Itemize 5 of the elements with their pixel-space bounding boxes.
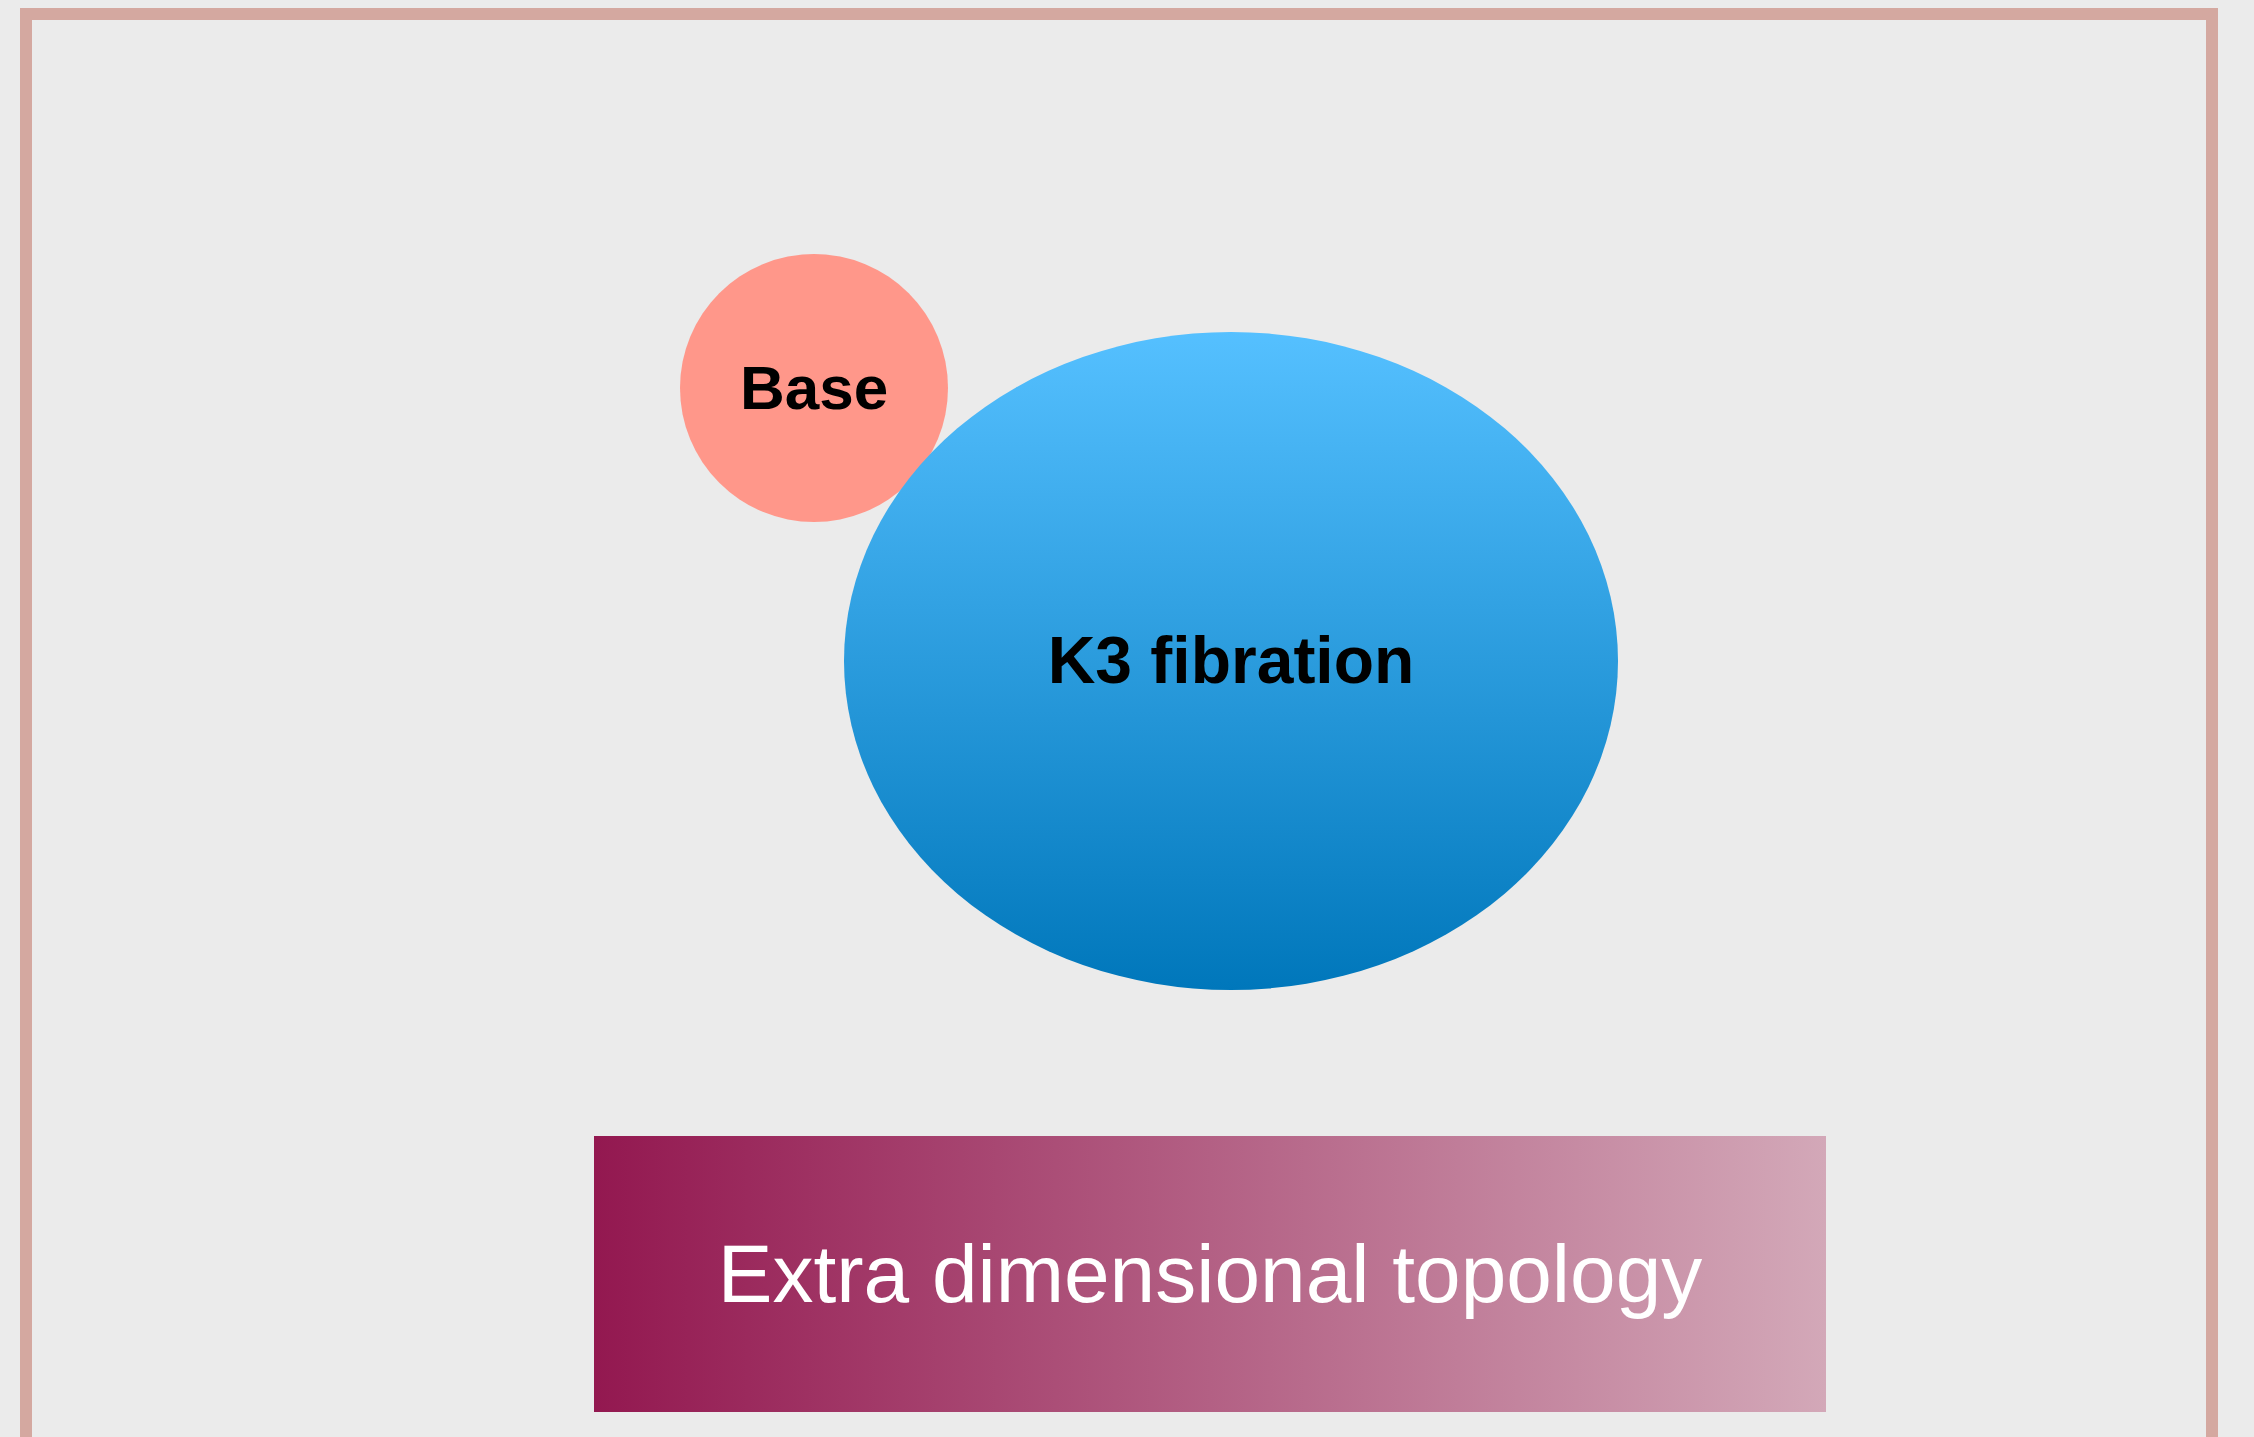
node-label: Extra dimensional topology xyxy=(717,1226,1703,1321)
banner-box xyxy=(594,1136,1826,1412)
node-label: Base xyxy=(739,351,889,424)
circle-node xyxy=(680,254,948,522)
node-label: K3 fibration xyxy=(1047,622,1415,700)
